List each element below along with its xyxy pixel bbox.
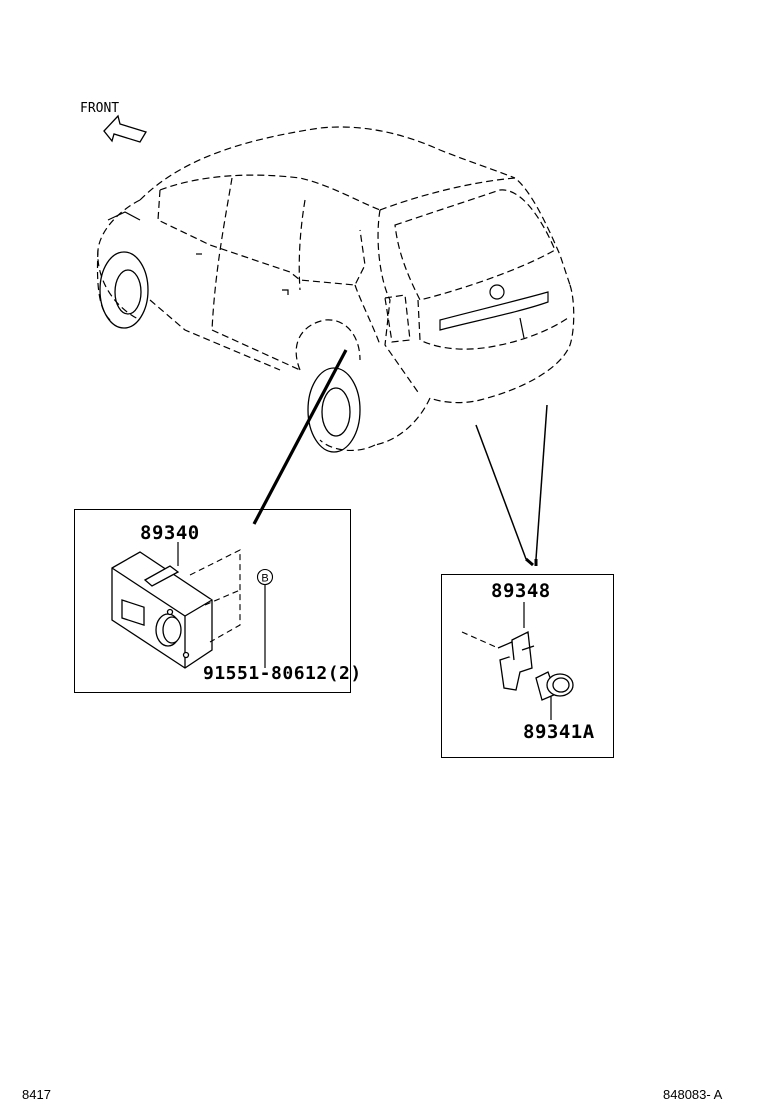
leader-lines [177,349,552,720]
screw-marker-B-icon: B [256,568,274,586]
front-direction-label: FRONT [80,101,120,116]
mounting-dashed [189,549,241,643]
control-unit-89340-drawing [111,551,213,669]
callout-91551-80612: 91551-80612(2) [203,663,362,684]
vehicle-outline [96,126,575,452]
page-ref: 8417 [22,1087,51,1102]
svg-text:B: B [261,573,268,585]
callout-89341A: 89341A [523,721,595,743]
wheels [99,251,361,453]
sensor-detail-box [441,574,614,758]
control-unit-detail-box [74,509,351,693]
bracket-89348-drawing [497,631,535,691]
callout-89348: 89348 [491,580,551,602]
callout-89340: 89340 [140,522,200,544]
sensor-89341A-drawing [535,671,574,701]
bracket-dashed [461,631,499,649]
front-arrow-icon [103,114,147,143]
rear-garnish [107,211,549,339]
figure-id: 848083- A [663,1087,723,1102]
